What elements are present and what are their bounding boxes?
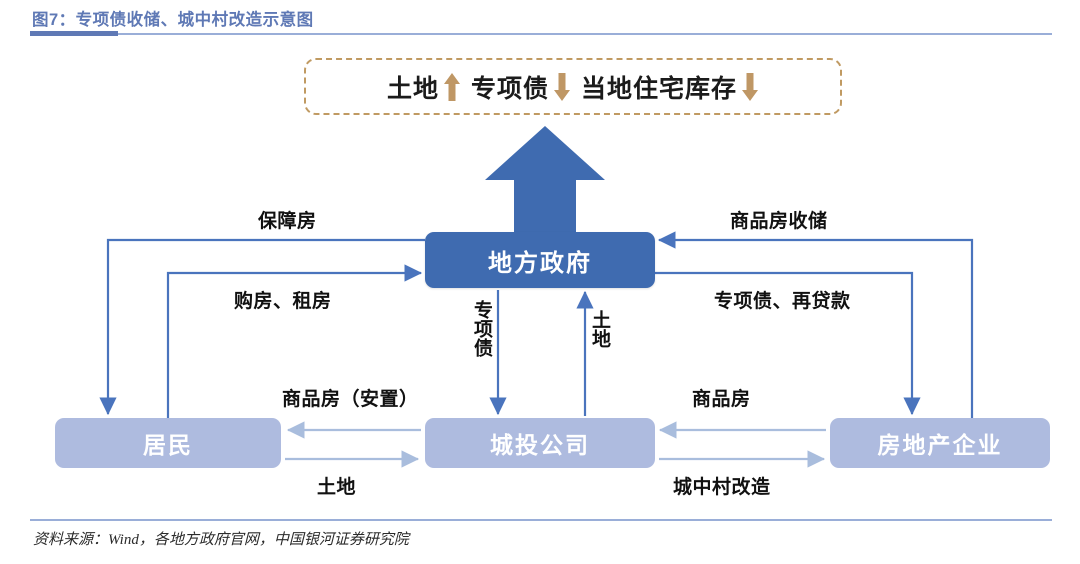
edge-label-residents-to-city: 土地 bbox=[317, 477, 357, 498]
summary-label-land: 土地 bbox=[386, 75, 439, 103]
edge-label-developers-to-city: 商品房 bbox=[692, 389, 751, 410]
summary-label-inventory: 当地住宅库存 bbox=[581, 75, 738, 103]
header-divider bbox=[30, 33, 1052, 35]
edge-label-city-to-residents: 商品房（安置） bbox=[282, 389, 419, 410]
up-arrow-icon bbox=[443, 72, 461, 102]
big-up-arrow-icon bbox=[485, 126, 605, 232]
header-divider-accent bbox=[30, 31, 118, 36]
node-residents[interactable]: 居民 bbox=[55, 418, 281, 468]
summary-label-bond: 专项债 bbox=[470, 75, 549, 103]
node-city-investment[interactable]: 城投公司 bbox=[425, 418, 655, 468]
edge-residents-to-gov bbox=[166, 264, 423, 418]
edge-label-gov-to-residents: 保障房 bbox=[258, 211, 317, 232]
summary-dashed-box: 土地 专项债 当地住宅库存 bbox=[304, 58, 842, 115]
footer-divider bbox=[30, 519, 1052, 521]
edge-label-residents-to-gov: 购房、租房 bbox=[234, 291, 332, 312]
edge-label-gov-to-developers: 专项债、再贷款 bbox=[714, 291, 851, 312]
edge-gov-to-developers bbox=[655, 271, 921, 416]
node-developers[interactable]: 房地产企业 bbox=[830, 418, 1050, 468]
edge-gov-to-residents bbox=[99, 238, 425, 416]
summary-segment-inventory: 当地住宅库存 bbox=[581, 69, 759, 105]
edge-label-city-to-developers: 城中村改造 bbox=[673, 477, 771, 498]
edge-label-developers-to-gov: 商品房收储 bbox=[730, 211, 828, 232]
node-government[interactable]: 地方政府 bbox=[425, 232, 655, 288]
edge-developers-to-gov bbox=[657, 231, 974, 418]
edge-label-gov-to-city: 专项债 bbox=[471, 300, 492, 357]
summary-segment-bond: 专项债 bbox=[471, 69, 571, 105]
figure-title: 图7：专项债收储、城中村改造示意图 bbox=[32, 11, 314, 29]
summary-segment-land: 土地 bbox=[387, 69, 461, 105]
down-arrow-icon bbox=[553, 72, 571, 102]
edge-label-city-to-gov: 土地 bbox=[589, 310, 610, 348]
source-note: 资料来源：Wind，各地方政府官网，中国银河证券研究院 bbox=[33, 532, 409, 548]
down-arrow-icon bbox=[741, 72, 759, 102]
